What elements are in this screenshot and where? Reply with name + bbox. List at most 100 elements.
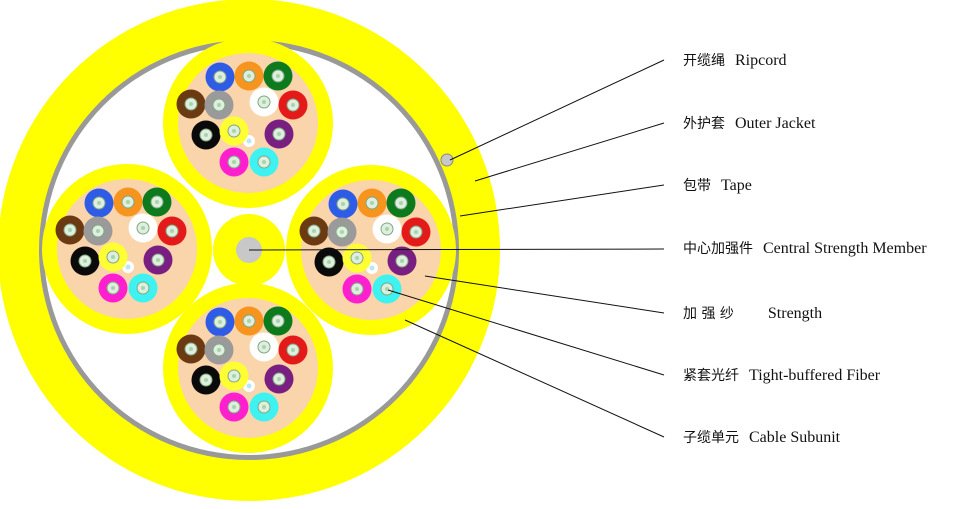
label-strength: 加 强 纱 Strength: [683, 304, 822, 323]
fiber-black: [191, 365, 221, 395]
fiber-orange: [234, 61, 264, 91]
fiber-core: [277, 132, 281, 136]
fiber-core: [385, 227, 389, 231]
fiber-black: [314, 247, 344, 277]
fiber-white: [372, 214, 402, 244]
fiber-rose: [342, 274, 372, 304]
fiber-core: [141, 226, 145, 230]
fiber-core: [400, 259, 404, 263]
subunit-center-fiber: [246, 138, 252, 144]
fiber-core: [312, 229, 316, 233]
fiber-slate: [83, 216, 113, 246]
fiber-core: [189, 102, 193, 106]
fiber-core: [232, 374, 236, 378]
fiber-core: [340, 230, 344, 234]
fiber-core: [156, 258, 160, 262]
leader-line-strength: [424, 275, 665, 314]
fiber-blue: [205, 307, 235, 337]
fiber-slate: [204, 90, 234, 120]
fiber-core: [370, 201, 374, 205]
fiber-orange: [113, 187, 143, 217]
fiber-core: [276, 319, 280, 323]
fiber-core: [217, 348, 221, 352]
leader-line-ripcord: [449, 59, 665, 161]
fiber-core: [262, 100, 266, 104]
fiber-core: [96, 229, 100, 233]
fiber-brown: [299, 216, 329, 246]
fiber-core: [189, 347, 193, 351]
fiber-core: [276, 74, 280, 78]
fiber-red: [401, 217, 431, 247]
fiber-core: [170, 229, 174, 233]
fiber-core: [327, 260, 331, 264]
fiber-green: [386, 188, 416, 218]
label-cable-subunit-en: Cable Subunit: [749, 429, 841, 446]
label-tight-buffered-fiber-en: Tight-buffered Fiber: [749, 367, 881, 384]
fiber-rose: [219, 392, 249, 422]
fiber-brown: [55, 215, 85, 245]
fiber-core: [355, 287, 359, 291]
fiber-core: [111, 255, 115, 259]
fiber-core: [204, 378, 208, 382]
label-cable-subunit-zh: 子缆单元: [683, 430, 739, 446]
fiber-green: [142, 187, 172, 217]
fiber-rose: [219, 147, 249, 177]
fiber-green: [263, 61, 293, 91]
cable-subunits: [42, 38, 456, 453]
fiber-white: [249, 87, 279, 117]
fiber-red: [278, 335, 308, 365]
fiber-yellow: [98, 242, 128, 272]
fiber-core: [111, 286, 115, 290]
fiber-white: [249, 332, 279, 362]
label-tight-buffered-fiber-zh: 紧套光纤: [683, 368, 739, 384]
fiber-yellow: [342, 243, 372, 273]
fiber-core: [355, 256, 359, 260]
label-strength-zh: 加 强 纱: [683, 306, 734, 322]
fiber-core: [232, 405, 236, 409]
label-tape-en: Tape: [721, 177, 752, 194]
fiber-blue: [328, 189, 358, 219]
fiber-core: [204, 133, 208, 137]
fiber-black: [191, 120, 221, 150]
fiber-blue: [84, 188, 114, 218]
fiber-core: [247, 319, 251, 323]
fiber-core: [83, 259, 87, 263]
fiber-red: [278, 90, 308, 120]
fiber-red: [157, 216, 187, 246]
fiber-orange: [357, 188, 387, 218]
cable-subunit-bottom: [163, 283, 333, 453]
ripcord: [440, 153, 454, 167]
fiber-blue: [205, 62, 235, 92]
label-ripcord-en: Ripcord: [735, 52, 787, 69]
label-cable-subunit: 子缆单元 Cable Subunit: [683, 428, 840, 447]
fiber-core: [155, 200, 159, 204]
leader-line-cable-subunit: [404, 319, 665, 438]
fiber-green: [263, 306, 293, 336]
fiber-core: [399, 201, 403, 205]
label-strength-en: Strength: [767, 305, 823, 322]
fiber-core: [232, 160, 236, 164]
fiber-aqua: [249, 147, 279, 177]
fiber-core: [218, 320, 222, 324]
fiber-core: [217, 103, 221, 107]
label-central-strength-member-zh: 中心加强件: [683, 241, 753, 257]
fiber-core: [291, 103, 295, 107]
fiber-orange: [234, 306, 264, 336]
fiber-core: [291, 348, 295, 352]
fiber-aqua: [249, 392, 279, 422]
leader-line-tight-buffered-fiber: [387, 289, 665, 376]
fiber-brown: [176, 334, 206, 364]
fiber-aqua: [128, 273, 158, 303]
fiber-core: [262, 345, 266, 349]
fiber-core: [218, 75, 222, 79]
fiber-core: [232, 129, 236, 133]
fiber-core: [97, 201, 101, 205]
label-outer-jacket-zh: 外护套: [683, 116, 725, 132]
leader-line-tape: [459, 184, 665, 217]
subunit-center-fiber: [125, 264, 131, 270]
subunit-center-fiber: [369, 265, 375, 271]
fiber-core: [414, 230, 418, 234]
